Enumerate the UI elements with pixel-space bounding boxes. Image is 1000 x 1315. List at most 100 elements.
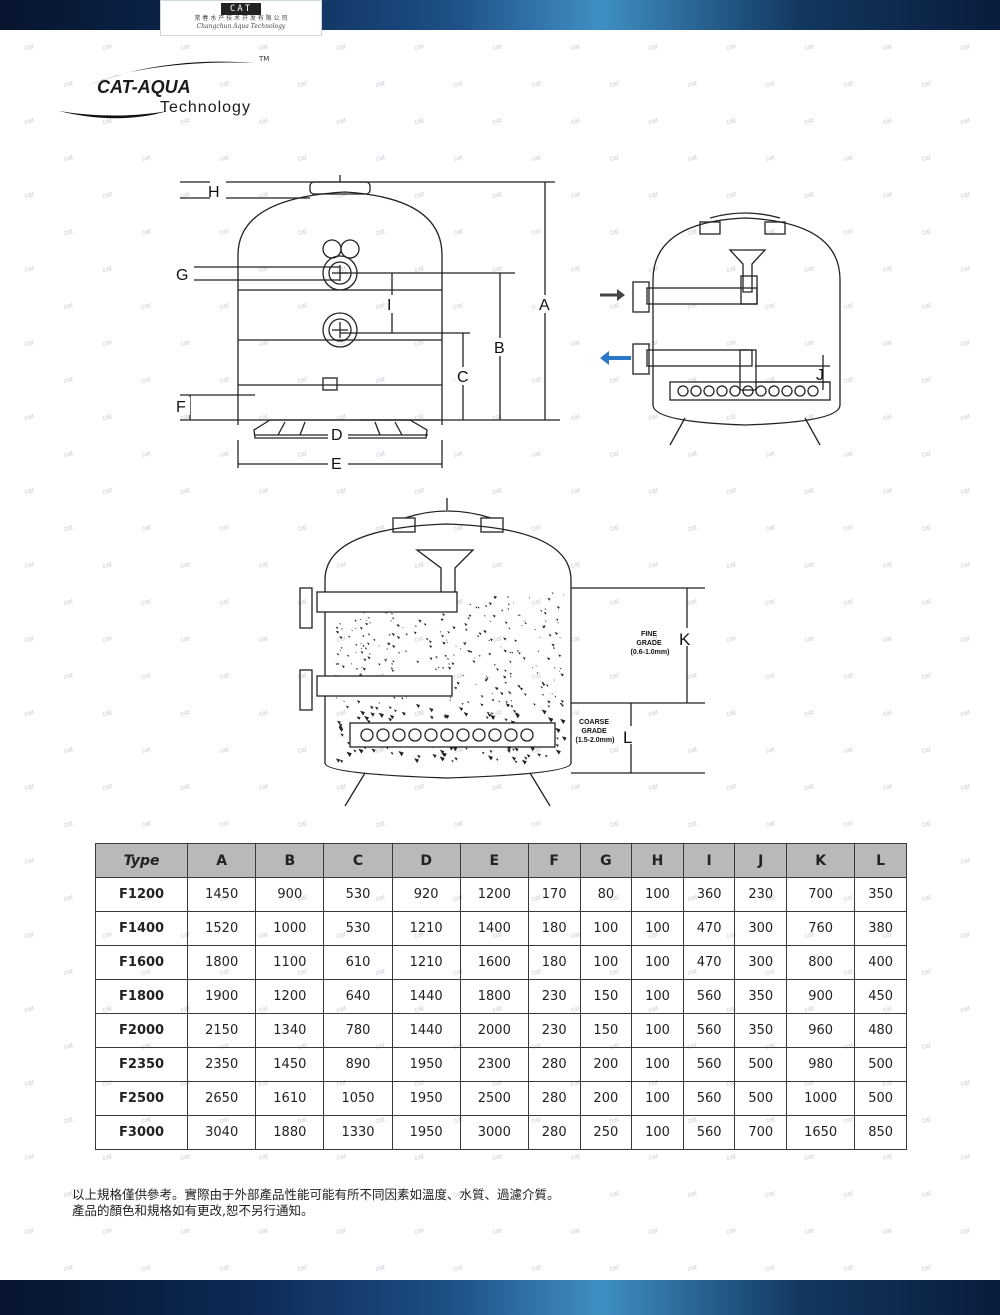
gravel-particle [435, 656, 438, 659]
dim-label-i: I [387, 297, 391, 314]
gravel-particle [434, 668, 438, 671]
gravel-particle [558, 654, 561, 658]
gravel-particle [501, 609, 504, 612]
gravel-particle [451, 759, 454, 763]
watermark-mark: cat [960, 191, 971, 200]
gravel-particle [354, 619, 357, 622]
gravel-particle [504, 681, 507, 684]
watermark-mark: cat [960, 635, 971, 644]
gravel-particle [405, 696, 407, 698]
gravel-particle [551, 693, 553, 695]
value-cell: 500 [854, 1081, 907, 1116]
dim-label-f: F [176, 399, 186, 416]
gravel-particle [391, 663, 393, 665]
watermark-mark: cat [960, 1079, 971, 1088]
gravel-particle [552, 647, 555, 650]
watermark-mark: cat [24, 43, 35, 52]
gravel-particle [432, 753, 437, 759]
watermark-mark: cat [921, 154, 932, 163]
gravel-particle [474, 657, 476, 659]
brand-subtitle: Technology [160, 99, 251, 116]
gravel-particle [367, 617, 370, 619]
watermark-mark: cat [102, 561, 113, 570]
value-cell: 530 [323, 877, 393, 912]
model-cell: F2000 [94, 1013, 189, 1048]
watermark-mark: cat [141, 524, 152, 533]
gravel-particle [489, 749, 493, 754]
gravel-particle [505, 703, 510, 708]
gravel-particle [522, 656, 526, 660]
value-cell: 400 [854, 945, 907, 980]
watermark-mark: cat [141, 302, 152, 311]
gravel-particle [478, 632, 482, 636]
gravel-particle [335, 630, 340, 634]
gravel-particle [492, 614, 496, 618]
watermark-mark: cat [63, 598, 74, 607]
value-cell: 1450 [187, 877, 257, 912]
watermark-mark: cat [882, 413, 893, 422]
gravel-particle [494, 687, 498, 690]
watermark-mark: cat [102, 635, 113, 644]
column-header-e: E [459, 843, 529, 878]
gravel-particle [509, 672, 512, 676]
watermark-mark: cat [141, 746, 152, 755]
gravel-particle [386, 648, 388, 651]
watermark-mark: cat [960, 339, 971, 348]
value-cell: 920 [391, 877, 461, 912]
gravel-particle [355, 643, 358, 647]
watermark-mark: cat [63, 746, 74, 755]
value-cell: 960 [786, 1013, 856, 1048]
gravel-particle [478, 655, 481, 657]
gravel-particle [401, 697, 404, 700]
gravel-particle [366, 719, 371, 724]
gravel-particle [347, 635, 351, 638]
watermark-mark: cat [24, 931, 35, 940]
watermark-mark: cat [219, 820, 230, 829]
value-cell: 230 [734, 877, 788, 912]
watermark-mark: cat [726, 1153, 737, 1162]
watermark-mark: cat [882, 709, 893, 718]
gravel-particle [518, 651, 521, 655]
value-cell: 100 [631, 979, 684, 1014]
gravel-particle [336, 653, 340, 656]
gravel-particle [467, 649, 471, 653]
gravel-particle [524, 622, 527, 625]
watermark-mark: cat [336, 1153, 347, 1162]
gravel-particle [413, 631, 417, 635]
watermark-mark: cat [24, 265, 35, 274]
watermark-mark: cat [570, 339, 581, 348]
gravel-particle [390, 751, 394, 755]
column-header-h: H [631, 843, 684, 878]
watermark-mark: cat [921, 746, 932, 755]
dim-label-l: L [623, 728, 632, 747]
watermark-mark: cat [258, 709, 269, 718]
gravel-particle [393, 697, 396, 699]
gravel-particle [495, 668, 499, 671]
value-cell: 200 [579, 1081, 633, 1116]
watermark-mark: cat [609, 1190, 620, 1199]
gravel-particle [500, 646, 502, 648]
gravel-particle [554, 667, 556, 669]
model-cell: F1600 [94, 945, 189, 980]
watermark-mark: cat [297, 1264, 308, 1273]
watermark-mark: cat [960, 413, 971, 422]
gravel-particle [404, 650, 407, 653]
watermark-mark: cat [687, 80, 698, 89]
gravel-particle [556, 737, 559, 740]
value-cell: 1950 [391, 1081, 461, 1116]
gravel-particle [439, 631, 442, 633]
watermark-mark: cat [63, 1116, 74, 1125]
gravel-particle [339, 623, 341, 625]
watermark-mark: cat [687, 1190, 698, 1199]
gravel-particle [476, 635, 480, 638]
watermark-mark: cat [102, 191, 113, 200]
gravel-particle [429, 645, 433, 649]
watermark-mark: cat [804, 561, 815, 570]
watermark-mark: cat [336, 1227, 347, 1236]
dim-label-k: K [679, 630, 691, 649]
gravel-particle [428, 640, 432, 644]
gravel-particle [446, 641, 448, 644]
watermark-mark: cat [882, 265, 893, 274]
